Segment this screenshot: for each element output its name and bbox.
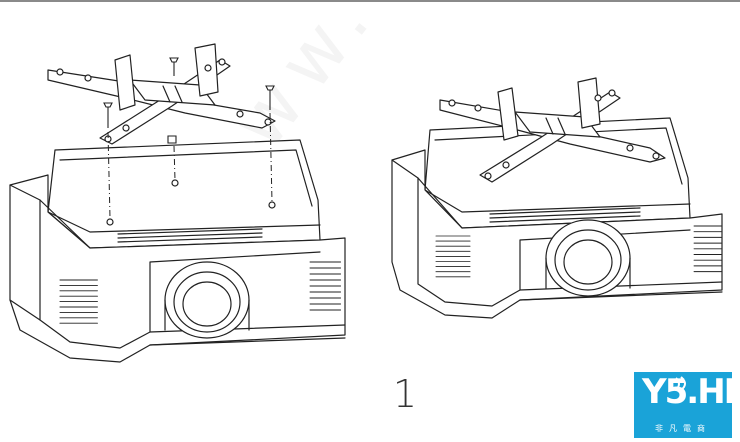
mounting-screws	[103, 57, 275, 144]
alignment-guides	[107, 112, 273, 219]
mount-bracket-right	[439, 77, 666, 183]
signal-waves-icon	[675, 376, 686, 391]
top-border	[0, 0, 740, 2]
logo-wordmark: Y5.HK	[642, 372, 740, 412]
mount-bracket-left	[47, 43, 276, 145]
projector-right	[391, 117, 723, 319]
logo-tagline: 非凡電商	[655, 424, 711, 433]
step-number: 1	[392, 372, 418, 416]
projector-left	[9, 139, 346, 363]
brand-logo: Y5.HK 非凡電商	[634, 372, 740, 438]
